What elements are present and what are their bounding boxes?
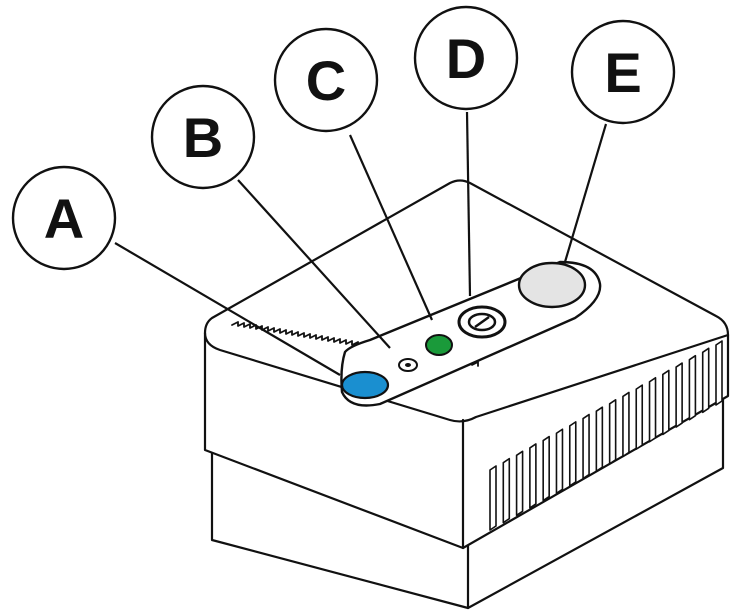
device: [203, 179, 730, 610]
status-led-c: [425, 334, 453, 356]
callout-label-d: D: [446, 27, 486, 90]
leader-line-c: [348, 134, 434, 321]
callout-label-e: E: [604, 41, 641, 104]
vent-slat: [529, 443, 537, 509]
device-top-edge: [203, 331, 730, 423]
leader-line-e: [563, 123, 608, 263]
vent-slat: [635, 384, 644, 450]
vent-slat: [515, 450, 524, 517]
vent-slat: [622, 391, 630, 458]
vent-slat: [568, 421, 577, 487]
callout-label-a: A: [44, 187, 84, 250]
vent-slat: [715, 340, 723, 406]
vent-slat: [648, 376, 657, 443]
callout-a: A: [11, 165, 117, 271]
vent-slat: [662, 369, 670, 436]
leader-lines: [114, 111, 608, 376]
vent-slat: [701, 347, 710, 414]
large-button-e[interactable]: [517, 261, 587, 309]
callout-label-b: B: [183, 106, 223, 169]
power-button-a[interactable]: [340, 370, 390, 400]
slot-knob-d[interactable]: [457, 305, 507, 339]
vent-slat: [595, 406, 604, 472]
callout-e: E: [570, 19, 676, 125]
callout-d: D: [413, 5, 519, 111]
callout-b: B: [150, 84, 256, 190]
vent-slat: [675, 362, 683, 428]
callout-label-c: C: [306, 49, 346, 112]
vent-slat: [608, 399, 617, 465]
leader-line-b: [237, 179, 391, 349]
vent-slat: [582, 413, 590, 480]
vent-slat: [688, 354, 697, 421]
vent-slat: [555, 428, 564, 495]
vent-slat: [502, 457, 511, 524]
vent-slat: [542, 435, 550, 502]
side-vents: [489, 340, 723, 531]
vent-slat: [489, 465, 497, 531]
leader-line-d: [465, 111, 472, 297]
callout-c: C: [273, 27, 379, 133]
leader-line-a: [114, 242, 341, 376]
indicator-b: [398, 358, 418, 372]
